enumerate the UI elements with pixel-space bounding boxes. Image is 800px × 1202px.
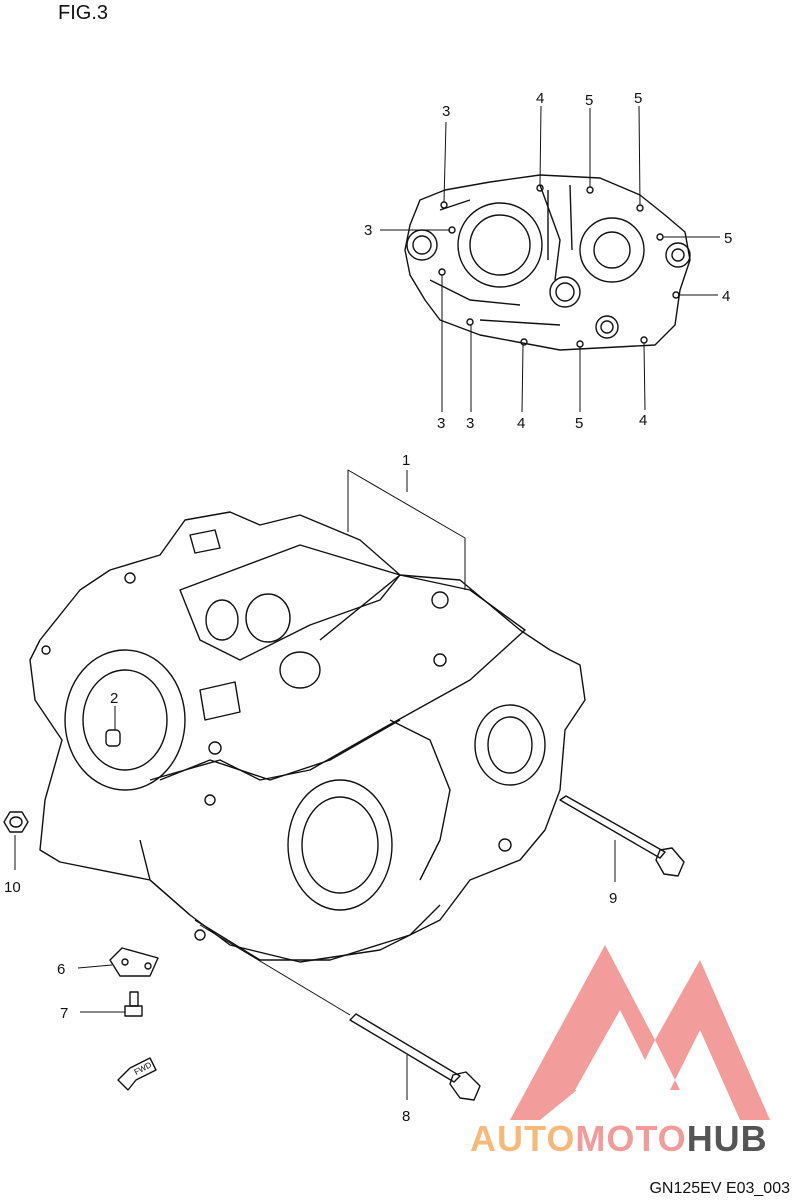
callout-6: 6: [57, 961, 65, 978]
callout-5-top-a: 5: [585, 92, 593, 109]
callout-2: 2: [110, 690, 118, 707]
callout-5-top-b: 5: [634, 90, 642, 107]
figure-title: FIG.3: [58, 2, 109, 24]
callout-10: 10: [4, 879, 21, 896]
callout-4-bottom-right: 4: [639, 412, 647, 429]
callout-3-left: 3: [364, 222, 372, 239]
watermark-brand: AUTOMOTOHUB: [470, 1118, 768, 1160]
callout-1: 1: [402, 452, 410, 469]
crankcase-assembly: [29, 511, 586, 963]
brand-part-auto: AUTO: [470, 1118, 576, 1159]
callout-4-bottom: 4: [517, 415, 525, 432]
callout-7: 7: [60, 1005, 68, 1022]
callout-1-bracket: [347, 469, 466, 590]
callout-5-right: 5: [724, 230, 732, 247]
callout-3-bottom-a: 3: [437, 415, 445, 432]
top-view-leaders: [380, 105, 720, 413]
crankcase-face-view: [404, 174, 691, 351]
bolt-9-part: [559, 795, 685, 882]
callout-8: 8: [402, 1108, 410, 1125]
callout-9: 9: [609, 890, 617, 907]
bolt-8-part: [199, 924, 481, 1101]
flange-nut-part: [3, 811, 29, 870]
screw-7-part: [80, 991, 143, 1017]
callout-5-bottom: 5: [575, 415, 583, 432]
brand-part-hub: HUB: [686, 1118, 768, 1159]
watermark-logo: [510, 945, 770, 1120]
brand-part-moto: MOTO: [575, 1118, 687, 1159]
callout-4-right: 4: [722, 288, 730, 305]
callout-3-bottom-b: 3: [466, 415, 474, 432]
callout-3-top: 3: [442, 103, 450, 120]
callout-4-top: 4: [536, 90, 544, 107]
plate-6-part: [77, 947, 159, 977]
forward-arrow-icon: [117, 1057, 157, 1091]
figure-code: GN125EV E03_003: [649, 1180, 790, 1197]
